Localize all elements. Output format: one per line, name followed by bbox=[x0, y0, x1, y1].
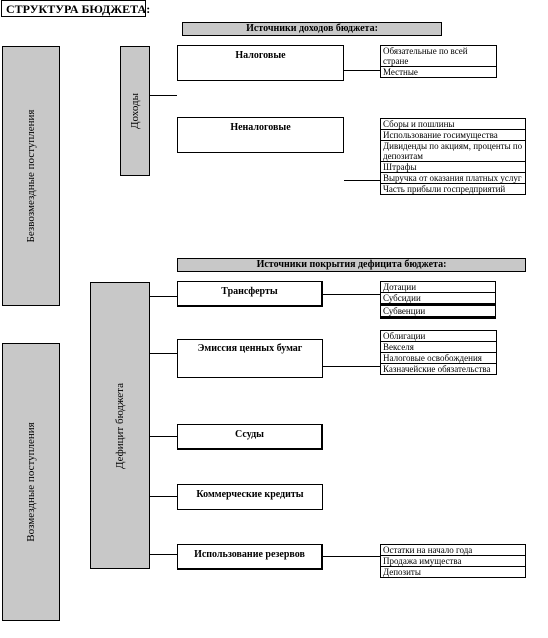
list-item: Субсидии bbox=[381, 293, 495, 304]
connector-line bbox=[150, 296, 177, 297]
list-item: Дивиденды по акциям, проценты по депозит… bbox=[381, 141, 525, 162]
list-item: Местные bbox=[383, 67, 418, 77]
reserves-items-list: Остатки на начало года Продажа имущества… bbox=[380, 544, 526, 578]
irrevocable-receipts-block: Безвозмездные поступления bbox=[2, 46, 60, 306]
connector-line bbox=[344, 70, 380, 71]
list-item: Продажа имущества bbox=[381, 556, 525, 567]
deficit-sources-header: Источники покрытия дефицита бюджета: bbox=[177, 258, 526, 272]
connector-line bbox=[323, 294, 380, 295]
income-block: Доходы bbox=[120, 46, 150, 176]
connector-line bbox=[150, 496, 177, 497]
deficit-label: Дефицит бюджета bbox=[114, 382, 126, 469]
tax-items-list: Обязательные по всей стране Местные bbox=[380, 45, 497, 78]
list-item: Налоговые освобождения bbox=[381, 353, 496, 364]
connector-line bbox=[150, 353, 177, 354]
node-loans-label: Ссуды bbox=[235, 429, 264, 440]
connector-line bbox=[150, 436, 177, 437]
deficit-block: Дефицит бюджета bbox=[90, 282, 150, 569]
connector-line bbox=[323, 366, 380, 367]
node-tax-label: Налоговые bbox=[235, 50, 286, 61]
node-loans: Ссуды bbox=[177, 424, 323, 450]
node-reserves-use-label: Использование резервов bbox=[194, 549, 305, 560]
list-item: Векселя bbox=[381, 342, 496, 353]
list-item: Депозиты bbox=[383, 567, 421, 577]
list-item: Обязательные по всей стране bbox=[381, 46, 496, 67]
list-item: Дотации bbox=[381, 282, 495, 293]
non-tax-items-list: Сборы и пошлины Использование госимущест… bbox=[380, 118, 526, 195]
list-item: Выручка от оказания платных услуг bbox=[381, 173, 525, 184]
list-item: Часть прибыли госпредприятий bbox=[383, 184, 506, 194]
list-item: Сборы и пошлины bbox=[381, 119, 525, 130]
node-securities-issue-label: Эмиссия ценных бумаг bbox=[197, 343, 303, 354]
node-commercial-credits: Коммерческие кредиты bbox=[177, 484, 323, 510]
node-securities-issue: Эмиссия ценных бумаг bbox=[177, 339, 323, 378]
connector-line bbox=[344, 180, 380, 181]
node-transfers: Трансферты bbox=[177, 281, 323, 307]
node-commercial-credits-label: Коммерческие кредиты bbox=[196, 489, 304, 500]
revocable-receipts-block: Возмездные поступления bbox=[2, 343, 60, 621]
node-tax: Налоговые bbox=[177, 45, 344, 81]
list-item: Субвенции bbox=[381, 304, 495, 318]
connector-line bbox=[150, 95, 177, 96]
list-item: Облигации bbox=[381, 331, 496, 342]
node-non-tax-label: Неналоговые bbox=[230, 122, 291, 133]
list-item: Штрафы bbox=[381, 162, 525, 173]
securities-items-list: Облигации Векселя Налоговые освобождения… bbox=[380, 330, 497, 375]
irrevocable-receipts-label: Безвозмездные поступления bbox=[25, 109, 37, 243]
income-label: Доходы bbox=[129, 93, 141, 129]
connector-line bbox=[323, 556, 380, 557]
node-transfers-label: Трансферты bbox=[221, 286, 278, 297]
list-item: Казначейские обязательства bbox=[383, 364, 491, 374]
transfers-items-list: Дотации Субсидии Субвенции bbox=[380, 281, 496, 319]
diagram-title: СТРУКТУРА БЮДЖЕТА: bbox=[1, 0, 150, 17]
income-sources-header: Источники доходов бюджета: bbox=[182, 22, 442, 36]
connector-line bbox=[150, 554, 177, 555]
node-reserves-use: Использование резервов bbox=[177, 544, 323, 570]
node-non-tax: Неналоговые bbox=[177, 117, 344, 153]
revocable-receipts-label: Возмездные поступления bbox=[25, 422, 37, 542]
list-item: Использование госимущества bbox=[381, 130, 525, 141]
list-item: Остатки на начало года bbox=[381, 545, 525, 556]
